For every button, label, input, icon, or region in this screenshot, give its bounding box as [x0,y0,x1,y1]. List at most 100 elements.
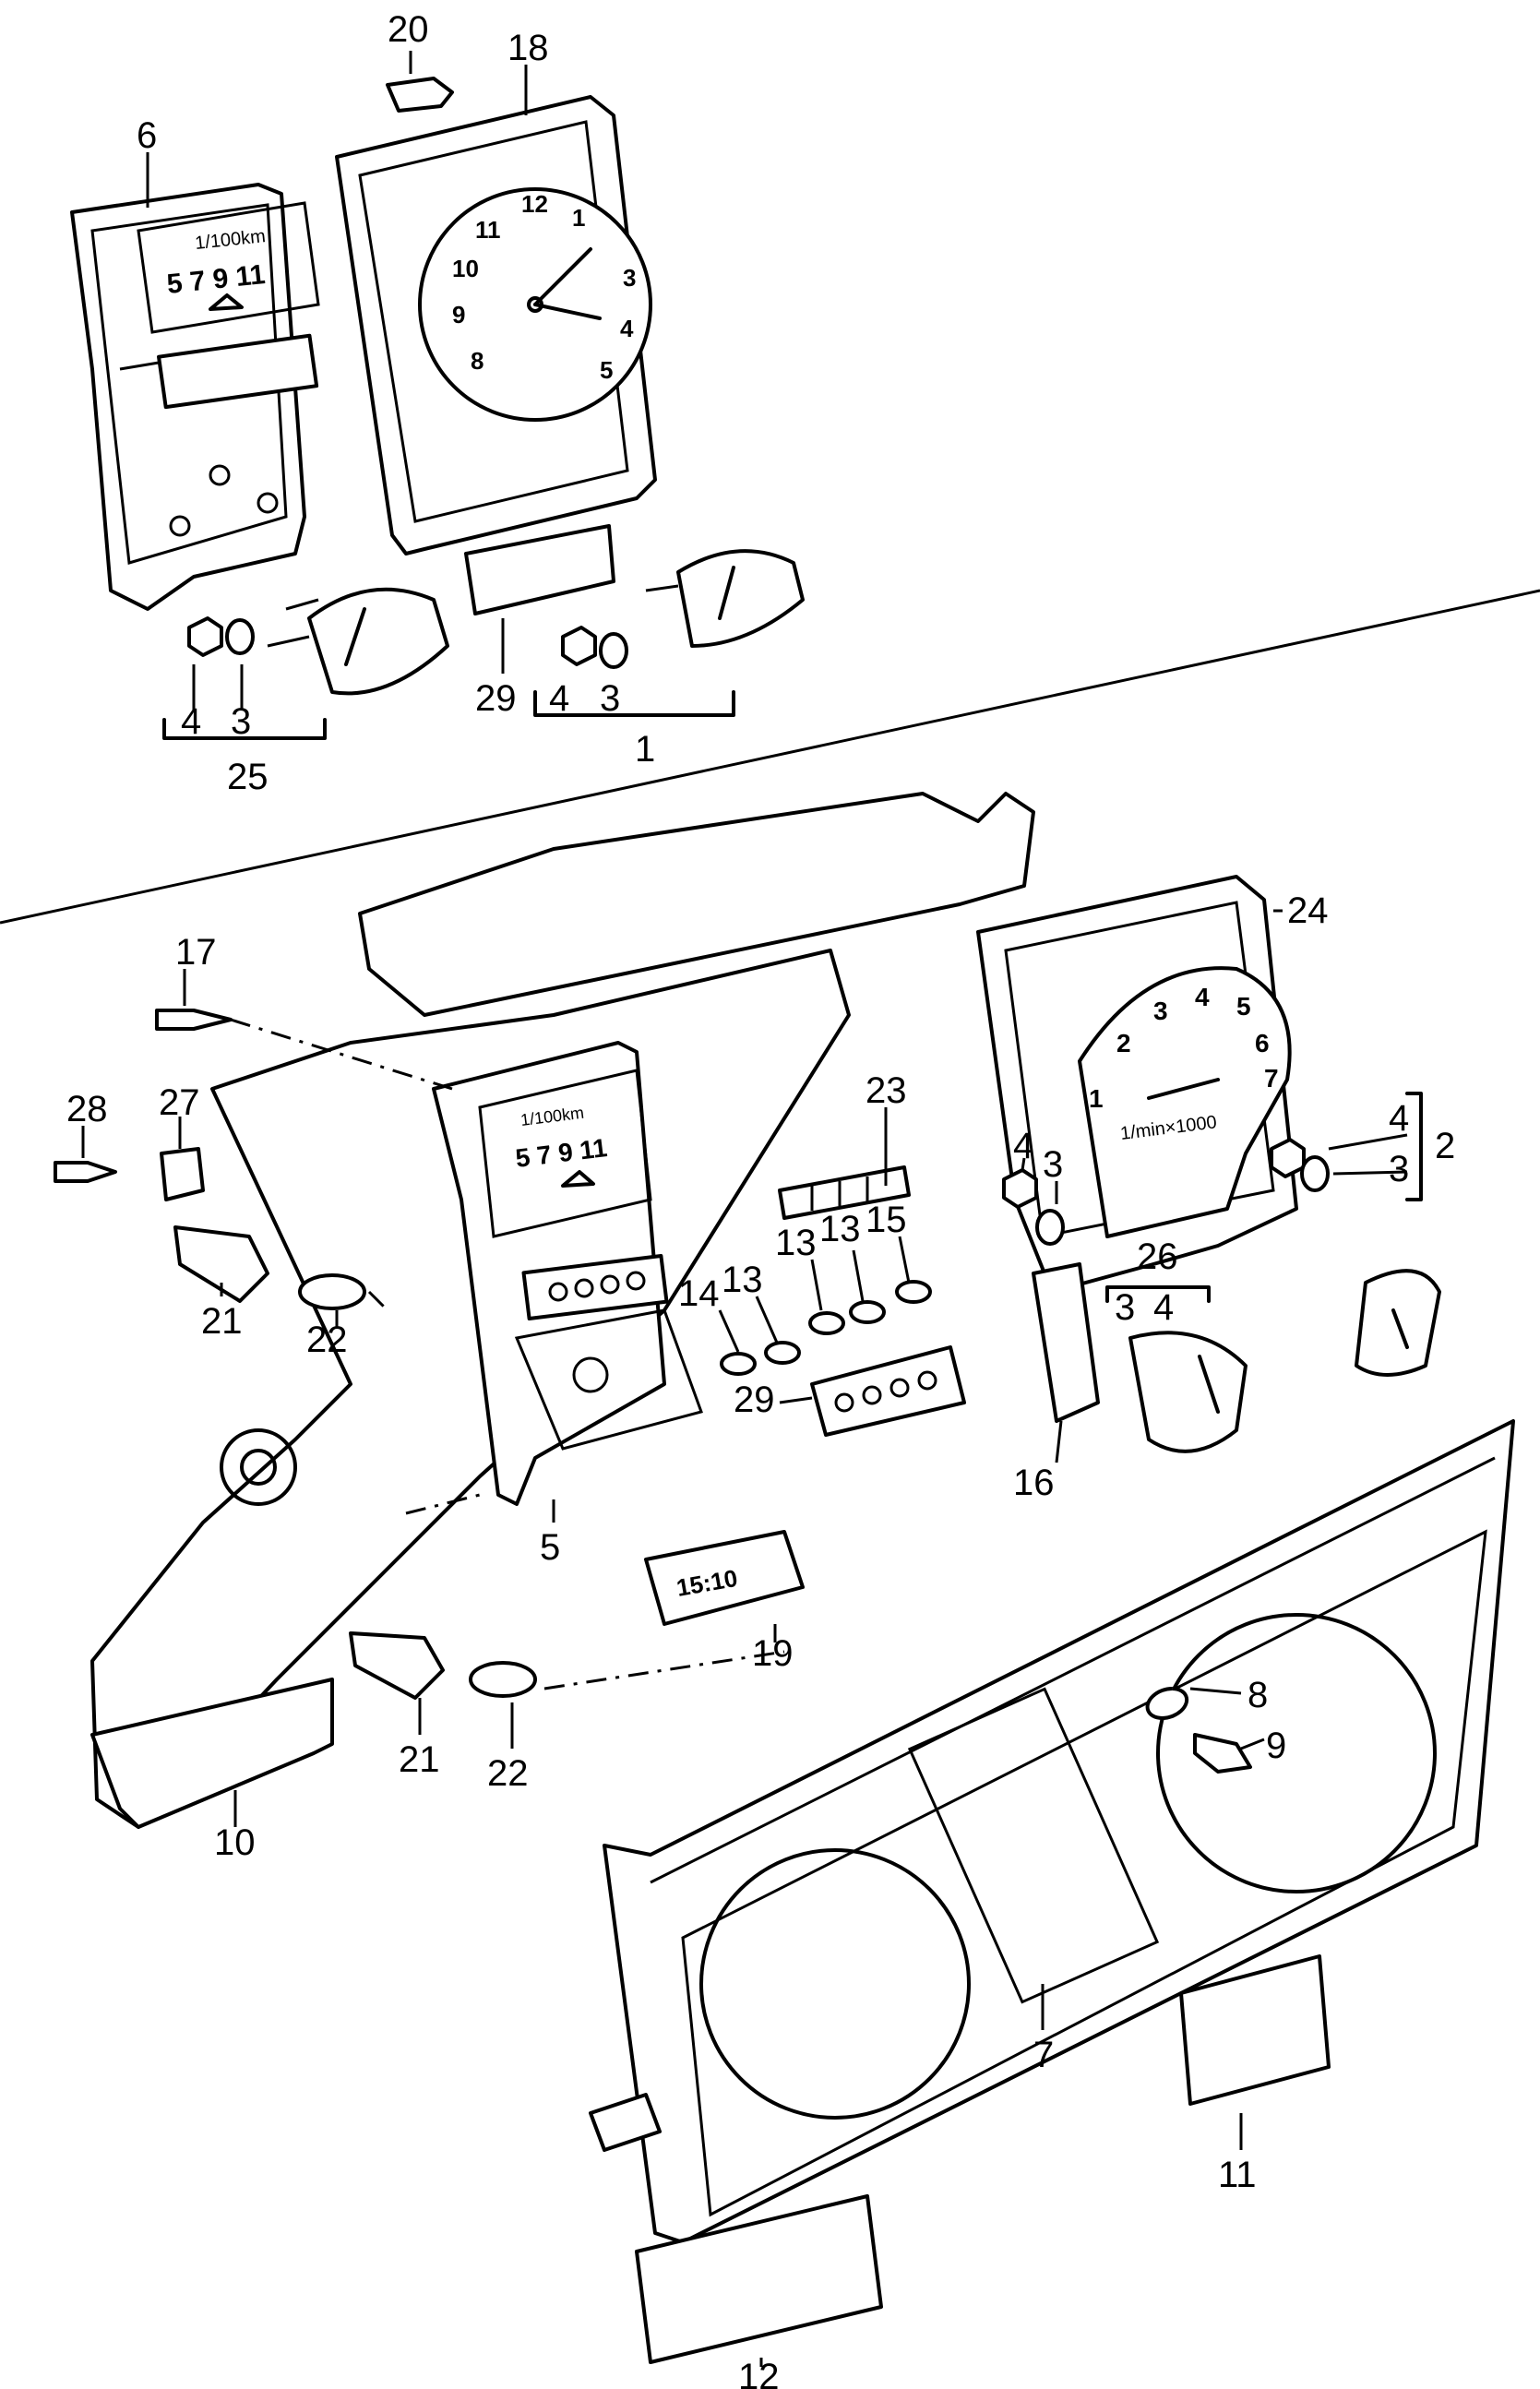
label-3b: 3 [600,678,620,719]
washer-3-right [599,632,628,669]
bracket-group-1 [533,690,735,717]
part-28-screw [54,1161,117,1183]
clock-number-9: 9 [452,301,465,328]
clock-number-1: 1 [572,204,585,232]
part-19-digital-clock: 15:10 [644,1530,805,1626]
nut-4-mid [1002,1168,1038,1209]
label-23: 23 [866,1070,907,1111]
part-29-bulb-holder [810,1345,966,1437]
assembly-line-3 [405,1493,481,1515]
label-3a: 3 [231,701,251,742]
part-5-fuel-consumption-panel: 1/100km 5 7 9 11 [432,1041,703,1506]
label-4c: 4 [1389,1098,1409,1139]
part-10-cover [90,1678,334,1829]
label-18: 18 [507,28,549,68]
leader-lines [81,51,1408,2367]
assembly-line-4 [543,1650,785,1690]
label-21b: 21 [399,1739,440,1780]
label-15: 15 [866,1200,907,1240]
clock-number-8: 8 [471,347,483,375]
part-11-clip [1179,1954,1331,2106]
part-1-gauge [645,549,805,648]
clock-number-3: 3 [623,264,636,292]
section-divider-upper [0,589,1540,925]
label-6: 6 [137,115,157,156]
label-11: 11 [1218,2155,1257,2195]
mount-hole-small [240,1449,277,1486]
clock-number-11: 11 [475,216,501,244]
part-18-clock-panel: 12 1 3 4 5 8 9 10 11 [335,95,657,555]
label-25: 25 [227,757,269,797]
label-3c: 3 [1389,1149,1409,1189]
label-4d: 4 [1013,1126,1033,1166]
part-27-connector [160,1147,205,1201]
nut-4-right-side [1270,1138,1306,1178]
label-19: 19 [752,1633,794,1674]
tacho-number-3: 3 [1153,997,1168,1025]
part-22-bulb-upper [298,1273,366,1310]
part-25-gauge [267,587,449,696]
label-3e: 3 [1115,1287,1135,1328]
label-4e: 4 [1153,1287,1174,1328]
assembly-line-1 [230,1018,453,1091]
part-26-gauge [1128,1331,1248,1453]
clock-number-4: 4 [620,315,634,342]
housing-pin [589,2093,662,2152]
label-1: 1 [635,729,655,770]
clock-number-10: 10 [452,255,479,282]
washer-3-mid [1035,1209,1065,1246]
label-5: 5 [540,1527,560,1568]
bracket-group-2 [1405,1092,1423,1201]
bracket-group-26 [1105,1285,1211,1303]
label-17: 17 [175,932,217,973]
washer-3-right-side [1300,1155,1330,1192]
part-21-socket-upper [173,1225,269,1303]
part-20-clip [386,77,454,113]
nut-4-right [561,626,597,666]
label-2: 2 [1435,1126,1455,1166]
label-10: 10 [214,1822,256,1863]
label-27: 27 [159,1082,200,1123]
mount-hole-large [220,1428,297,1506]
tacho-number-1: 1 [1089,1084,1104,1113]
nut-4-left [187,616,223,657]
part-8-washer [1145,1687,1189,1720]
part-17-screw [155,1009,233,1031]
label-4a: 4 [181,701,201,742]
tacho-number-5: 5 [1236,992,1251,1021]
callout-labels: 20 18 6 4 3 25 29 4 3 1 17 28 27 21 22 2… [66,9,1455,2389]
clock-number-12: 12 [521,190,548,218]
label-29b: 29 [734,1380,775,1420]
carrier-plate-outline [358,792,1035,1017]
part-29-bracket-top [464,524,615,615]
label-8: 8 [1248,1675,1268,1715]
label-29a: 29 [475,678,517,719]
label-13c: 13 [819,1209,861,1249]
label-21a: 21 [201,1301,243,1342]
washer-3-left [225,618,255,655]
tacho-number-7: 7 [1264,1064,1279,1093]
label-22b: 22 [487,1753,529,1794]
tacho-number-6: 6 [1255,1029,1270,1057]
part-12-clip [635,2194,883,2364]
bracket-group-25 [162,718,327,740]
assembly-line-2 [367,1290,389,1312]
clock-number-5: 5 [600,356,613,384]
label-26: 26 [1137,1236,1178,1277]
label-7: 7 [1033,2035,1054,2075]
label-16: 16 [1013,1463,1055,1503]
part-6-fuel-consumption-panel: 1/100km 5 7 9 11 [70,183,320,611]
label-28: 28 [66,1089,108,1129]
tacho-number-4: 4 [1195,983,1210,1011]
label-14: 14 [678,1273,720,1314]
label-20: 20 [388,9,429,50]
tacho-number-2: 2 [1116,1029,1131,1057]
part-2-gauge [1355,1269,1441,1377]
part-16-bracket [1032,1262,1100,1423]
bulbs-13-14-15 [720,1280,932,1376]
label-9: 9 [1266,1726,1286,1766]
part-21-socket-lower [349,1631,445,1700]
label-13a: 13 [722,1260,763,1300]
part-24-tachometer-panel: 1 2 3 4 5 6 7 1/min×1000 [976,875,1298,1294]
